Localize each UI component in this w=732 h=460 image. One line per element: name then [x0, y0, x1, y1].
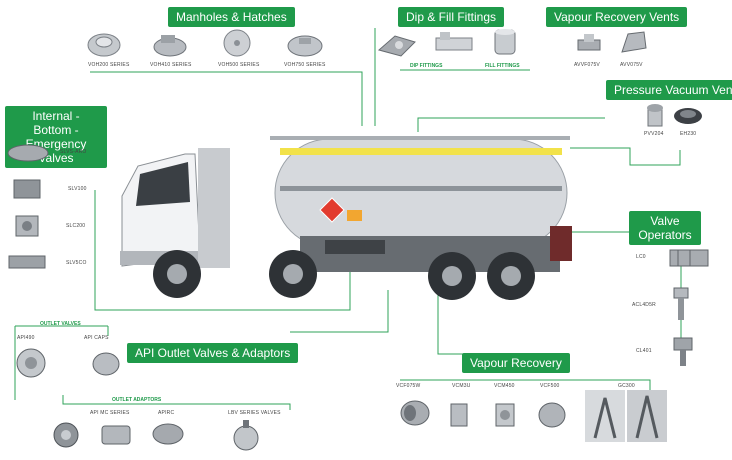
adaptor-lbv-icon [233, 420, 259, 451]
manhole-voh410-label: VOH410 SERIES [150, 62, 192, 68]
vr-vcf500-label: VCF500 [540, 383, 560, 389]
vent-avv075v-icon [621, 31, 647, 53]
vent-eh230-icon [674, 108, 702, 124]
operator-cl401-label: CL401 [636, 348, 652, 354]
outlet-api490-label: API490 [17, 335, 35, 341]
valve-slc200-icon [15, 215, 39, 237]
vent-avvf075v-label: AVVF075V [574, 62, 600, 68]
outlet-api-caps-label: API CAPS [84, 335, 109, 341]
manhole-voh200-icon [87, 33, 121, 57]
operator-lc0-label: LC0 [636, 254, 646, 260]
vr-vcm450-icon [495, 403, 515, 427]
vr-gc300-label: GC300 [618, 383, 635, 389]
dip-fittings-label: DIP FITTINGS [410, 63, 443, 69]
pressure-vacuum-vents-label: Pressure Vacuum Vents [606, 80, 732, 100]
vr-vcm3u-icon [450, 403, 468, 427]
vapour-recovery-label: Vapour Recovery [462, 353, 570, 373]
valve-slvs-aro-label: SLVS-ARO [60, 149, 87, 155]
adaptor-api-mc-1-icon [53, 422, 79, 448]
valve-slv5co-icon [8, 255, 46, 269]
adaptor-apirc-icon [152, 423, 184, 445]
vent-eh230-label: EH230 [680, 131, 697, 137]
vapour-recovery-vents-label: Vapour Recovery Vents [546, 7, 688, 27]
tanker-truck-illustration [120, 136, 572, 300]
vr-vcf075w-label: VCF075W [396, 383, 421, 389]
dip-fitting-icon [377, 35, 416, 57]
vr-vcm3u-label: VCM3U [452, 383, 471, 389]
manhole-voh200-label: VOH200 SERIES [88, 62, 130, 68]
outlet-api-caps-icon [92, 352, 120, 376]
valve-slv100-label: SLV100 [68, 186, 87, 192]
outlet-api490-icon [16, 348, 46, 378]
valve-operators-label: Valve Operators [629, 211, 701, 245]
adaptor-lbv-label: LBV SERIES VALVES [228, 410, 281, 416]
operator-acl4d5r-icon [673, 287, 689, 320]
manhole-voh500-icon [223, 29, 251, 57]
valve-slv100-icon [13, 179, 41, 199]
outlet-valves-header: OUTLET VALVES [40, 321, 81, 327]
operator-lc0-icon [669, 249, 709, 267]
dip-fitting-2-icon [435, 32, 473, 51]
vent-pvv204-label: PVV204 [644, 131, 664, 137]
vent-pvv204-icon [647, 104, 663, 127]
fill-fittings-label: FILL FITTINGS [485, 63, 520, 69]
valve-slc200-label: SLC200 [66, 223, 86, 229]
manhole-voh410-icon [153, 35, 187, 57]
outlet-adaptors-header: OUTLET ADAPTORS [112, 397, 162, 403]
dip-fill-fittings-label: Dip & Fill Fittings [398, 7, 505, 27]
fill-fitting-icon [494, 29, 516, 55]
manhole-voh500-label: VOH500 SERIES [218, 62, 260, 68]
operator-cl401-icon [673, 337, 693, 366]
vent-avvf075v-icon [577, 34, 601, 51]
manholes-hatches-label: Manholes & Hatches [168, 7, 295, 27]
vr-gc300-photo-icon [585, 390, 667, 442]
valve-slvs-aro-icon [7, 144, 49, 162]
api-outlet-valves-label: API Outlet Valves & Adaptors [127, 343, 299, 363]
vr-vcf075w-icon [400, 400, 430, 426]
adaptor-api-mc-2-icon [101, 425, 131, 445]
operator-acl4d5r-label: ACL4D5R [632, 302, 656, 308]
adaptor-api-mc-label: API MC SERIES [90, 410, 130, 416]
vr-vcf500-icon [538, 402, 566, 428]
valve-slv5co-label: SLV5CO [66, 260, 87, 266]
vr-vcm450-label: VCM450 [494, 383, 515, 389]
vent-avv075v-label: AVV075V [620, 62, 643, 68]
manhole-voh750-icon [287, 35, 323, 57]
adaptor-apirc-label: APIRC [158, 410, 175, 416]
manhole-voh750-label: VOH750 SERIES [284, 62, 326, 68]
